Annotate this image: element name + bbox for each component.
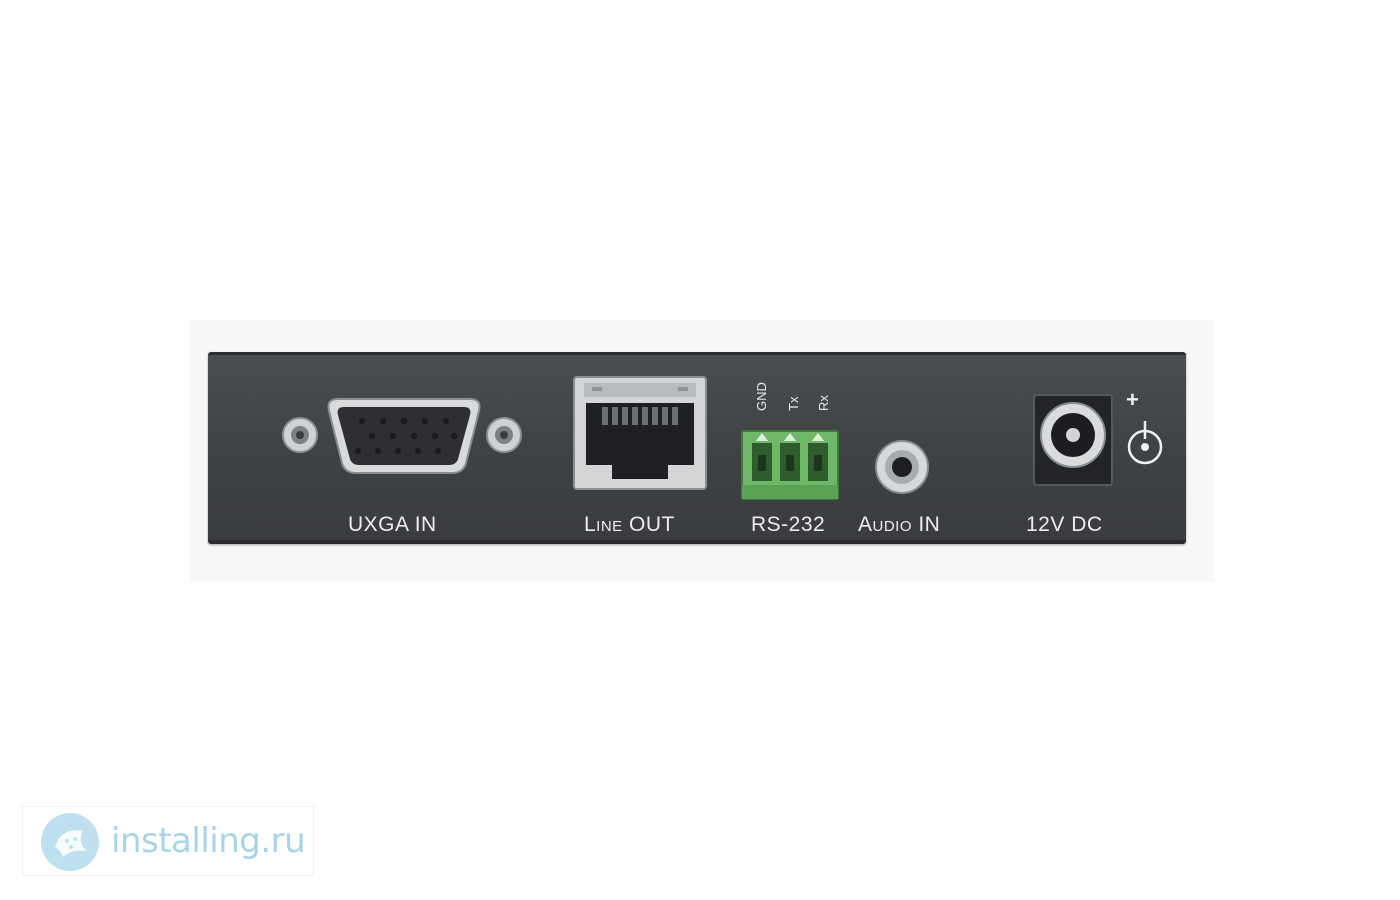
watermark-logo-icon (41, 813, 99, 871)
rs232-pin-rx-label: Rx (816, 395, 831, 411)
vga-dsub-shell-icon (327, 398, 481, 474)
audio-jack-icon (875, 440, 929, 494)
terminal-block-icon (741, 430, 839, 500)
line-out-label: Line OUT (584, 513, 675, 536)
device-rear-panel: UXGA IN Line OUT GND Tx Rx (208, 352, 1186, 544)
rs232-pin-gnd-label: GND (754, 382, 769, 411)
rs232-label: RS-232 (751, 513, 826, 536)
rj45-port-icon (573, 376, 707, 490)
uxga-in-label: UXGA IN (348, 513, 437, 536)
vga-right-screw-icon (486, 417, 522, 453)
power-12v-dc-label: 12V DC (1026, 513, 1103, 536)
watermark-text: installing.ru (111, 821, 306, 861)
polarity-symbol-icon (1127, 421, 1163, 465)
vga-connector-icon (282, 398, 522, 474)
vga-left-screw-icon (282, 417, 318, 453)
watermark: installing.ru (22, 806, 314, 876)
polarity-plus-label: + (1126, 387, 1139, 412)
dc-power-jack-icon (1033, 394, 1113, 486)
audio-in-label: Audio IN (858, 513, 941, 536)
rs232-pin-tx-label: Tx (786, 396, 801, 411)
